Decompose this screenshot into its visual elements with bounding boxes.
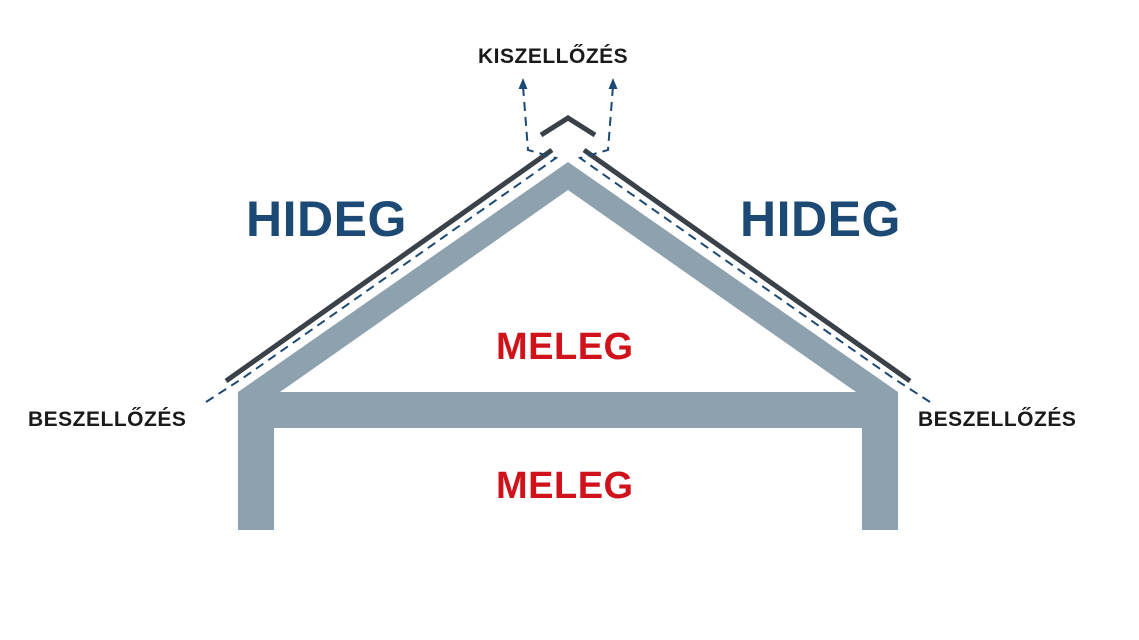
right-airflow-path	[577, 85, 931, 403]
left-outlet-arrow-icon	[518, 78, 528, 89]
inlet-ventilation-label-left: BESZELLŐZÉS	[28, 408, 187, 431]
airflow-arrowheads	[518, 78, 618, 89]
left-airflow-path	[205, 85, 559, 403]
right-rafter	[568, 162, 898, 392]
cold-zone-label-right: HIDEG	[740, 191, 901, 247]
ceiling-beam	[238, 392, 898, 428]
right-roof-cover	[582, 147, 912, 384]
building-structure	[238, 162, 898, 530]
left-roof-cover	[224, 147, 554, 384]
cold-zone-label-left: HIDEG	[246, 191, 407, 247]
outlet-ventilation-label: KISZELLŐZÉS	[478, 45, 629, 68]
inlet-ventilation-label-right: BESZELLŐZÉS	[918, 408, 1077, 431]
roof-covering	[224, 115, 912, 384]
right-outlet-arrow-icon	[608, 78, 618, 89]
warm-attic-label: MELEG	[496, 326, 634, 368]
airflow-paths	[205, 85, 931, 403]
warm-room-label: MELEG	[496, 465, 634, 507]
ridge-cap	[539, 115, 597, 138]
left-rafter	[238, 162, 568, 392]
